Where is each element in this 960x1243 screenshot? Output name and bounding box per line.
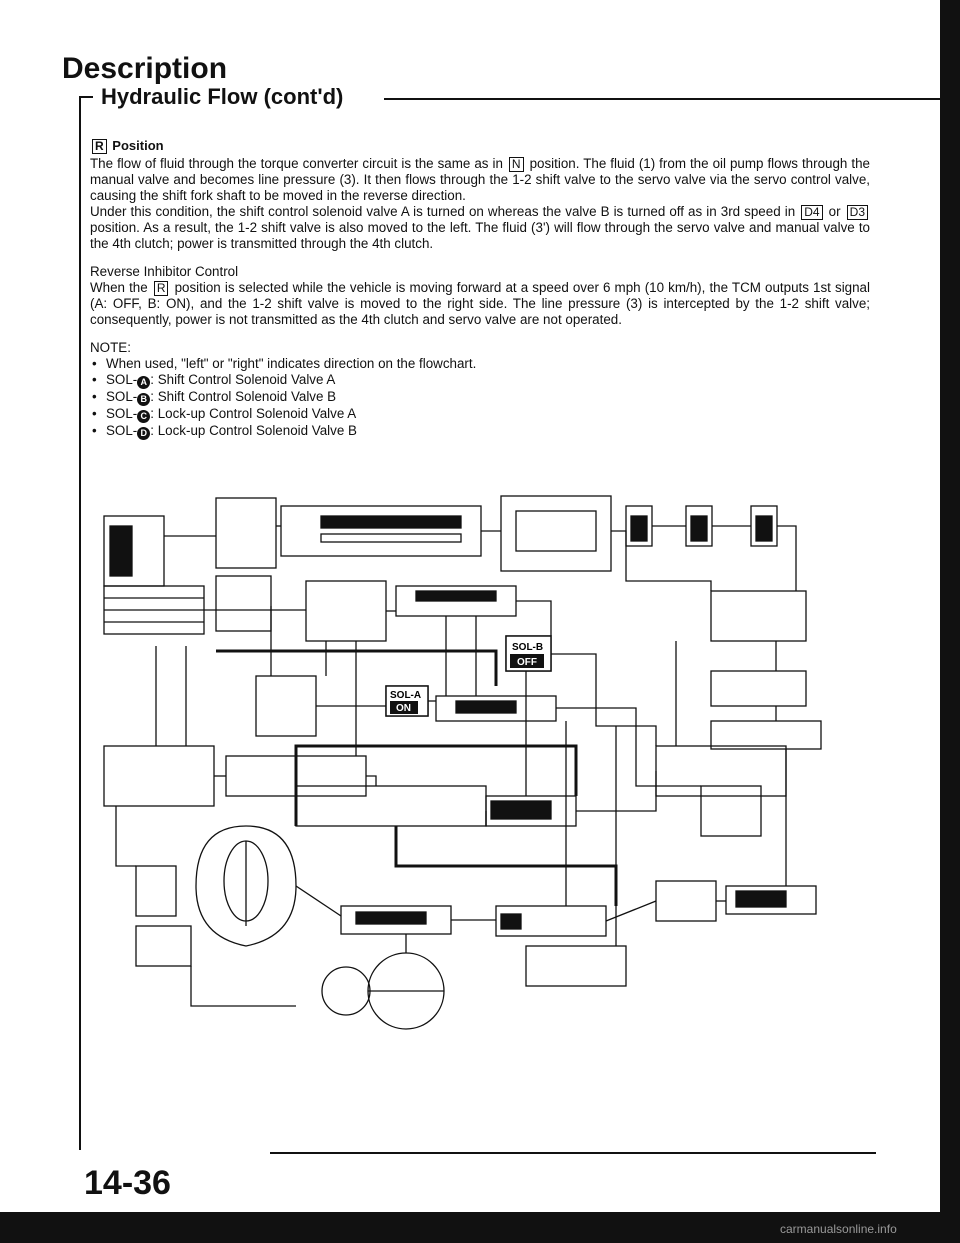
lower-valve-stack [103,745,215,807]
note-sol-prefix: SOL- [106,406,138,421]
r-position-heading-text: Position [112,138,164,153]
throttle-valve [725,885,817,915]
shift-valve-1-2 [305,580,387,642]
note-item: SOL-C: Lock-up Control Solenoid Valve A [90,406,870,423]
sol-b-label: SOL-B [512,642,543,653]
page-edge-bar [930,0,960,1243]
r-key-box: R [92,139,107,154]
ri-text-a: When the [90,280,148,295]
section-subtitle: Hydraulic Flow (cont'd) [101,84,352,110]
d4-key-box: D4 [801,205,823,220]
note-item: When used, "left" or "right" indicates d… [90,356,870,372]
circled-d-icon: D [137,427,151,440]
note-item-text: When used, "left" or "right" indicates d… [106,356,477,371]
r-p1-text-a: The flow of fluid through the torque con… [90,156,503,171]
note-sol-prefix: SOL- [106,423,138,438]
ri-text-b: position is selected while the vehicle i… [90,280,870,327]
page-number: 14-36 [84,1164,171,1202]
note-item-text: : Lock-up Control Solenoid Valve B [150,423,357,438]
r-position-paragraph-1: The flow of fluid through the torque con… [90,156,870,252]
footer-rule [270,1152,876,1154]
note-item: SOL-D: Lock-up Control Solenoid Valve B [90,423,870,440]
section-rule [384,98,959,100]
circled-a-icon: A [137,376,151,389]
circled-c-icon: C [137,410,151,423]
d3-key-box: D3 [846,205,868,220]
manual-valve-block [500,495,612,572]
section-bracket [79,96,93,122]
note-item-text: : Shift Control Solenoid Valve B [150,389,337,404]
accumulator-right [710,590,807,642]
note-item-text: : Shift Control Solenoid Valve A [150,372,336,387]
watermark-text: carmanualsonline.info [780,1222,897,1236]
sol-a-state: ON [396,703,411,714]
reverse-inhibitor-heading: Reverse Inhibitor Control [90,264,239,279]
body-text: R Position The flow of fluid through the… [90,138,870,440]
hydraulic-flow-schematic: SOL-B OFF SOL-A ON [103,495,822,1030]
sol-a-label: SOL-A [390,690,421,701]
valve-body [215,497,277,569]
r-position-heading: R Position [90,138,870,154]
bottom-scan-bar [0,1212,960,1243]
r-p2-or: or [828,204,841,219]
circled-b-icon: B [137,393,151,406]
r-p1-text-b: position. The fluid (1) from the oil pum… [90,156,870,203]
note-item: SOL-B: Shift Control Solenoid Valve B [90,389,870,406]
note-item-text: : Lock-up Control Solenoid Valve A [150,406,357,421]
frame-left-rule [79,98,81,1150]
servo-control-valve [295,785,487,827]
reverse-inhibitor-paragraph: When the R position is selected while th… [90,280,870,328]
r-p2-text-a: Under this condition, the shift control … [90,204,796,219]
page-title: Description [62,52,228,85]
note-sol-prefix: SOL- [106,372,138,387]
note-heading: NOTE: [90,340,131,355]
note-list: When used, "left" or "right" indicates d… [90,356,870,440]
note-item: SOL-A: Shift Control Solenoid Valve A [90,372,870,389]
n-key-box: N [508,157,524,172]
r-p2-text-b: position. As a result, the 1-2 shift val… [90,220,870,251]
section-header: Hydraulic Flow (cont'd) [79,84,959,122]
note-sol-prefix: SOL- [106,389,138,404]
r-key-box-2: R [153,281,169,296]
sol-b-state: OFF [517,657,537,668]
